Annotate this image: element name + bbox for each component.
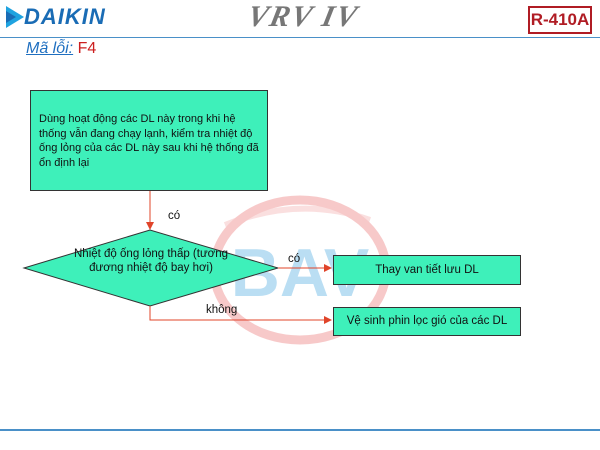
daikin-logo-icon — [6, 6, 24, 28]
replace-valve-box: Thay van tiết lưu DL — [333, 255, 521, 285]
yes-label-right: có — [288, 253, 301, 265]
no-label: không — [206, 304, 238, 316]
step-box: Dùng hoạt động các DL này trong khi hệ t… — [30, 90, 268, 191]
yes-label-top: có — [168, 210, 181, 222]
footer-divider — [0, 429, 600, 431]
clean-filter-box: Vệ sinh phin lọc gió của các DL — [333, 307, 521, 336]
decision-text: Nhiệt độ ống lỏng thấp (tương đương nhiệ… — [74, 248, 228, 274]
error-label: Mã lỗi: — [26, 40, 74, 57]
arrow-no-to-clean — [149, 306, 332, 324]
error-title: Mã lỗi: F4 — [26, 40, 96, 58]
refrigerant-badge: R-410A — [528, 6, 592, 34]
header-divider — [0, 37, 600, 38]
brand-name: DAIKIN — [24, 4, 106, 29]
error-code: F4 — [77, 40, 97, 57]
